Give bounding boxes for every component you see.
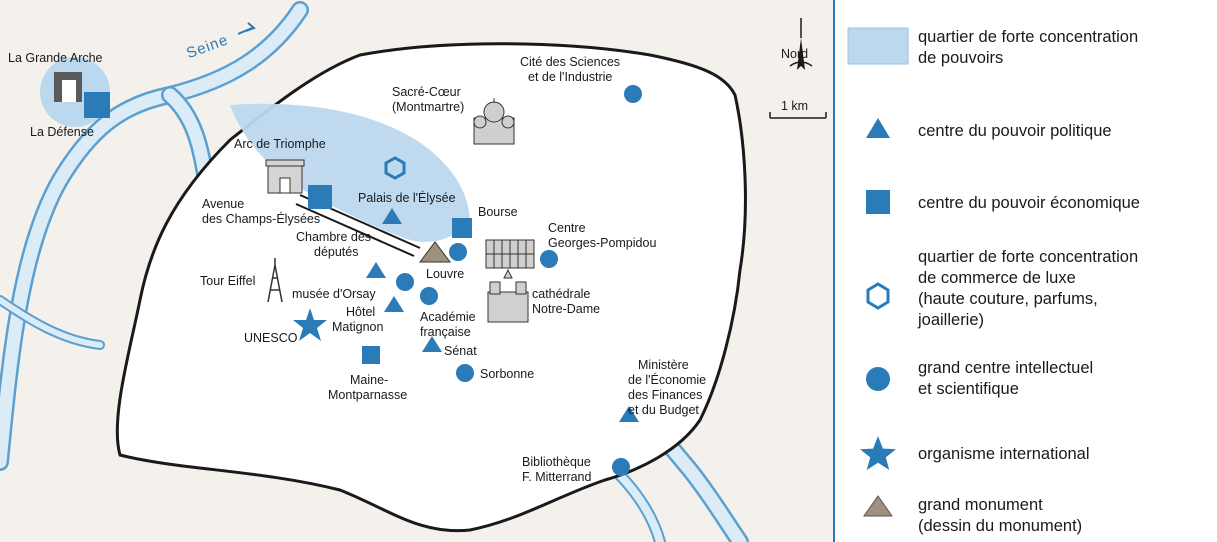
label-ministere-3: des Finances	[628, 388, 702, 402]
legend-intellectual-1: grand centre intellectuel	[918, 359, 1093, 377]
label-grande-arche: La Grande Arche	[8, 51, 103, 65]
sacre-coeur-monument	[473, 98, 515, 145]
north-label: Nord	[781, 47, 808, 61]
legend-international-star-icon	[860, 436, 896, 470]
label-unesco: UNESCO	[244, 331, 298, 345]
label-sorbonne: Sorbonne	[480, 367, 534, 381]
label-orsay: musée d'Orsay	[292, 287, 376, 301]
legend-intellectual-2: et scientifique	[918, 380, 1019, 398]
scale-bar	[769, 112, 827, 119]
label-cite-sciences-1: Cité des Sciences	[520, 55, 620, 69]
intellectual-symbol-louvre	[449, 243, 467, 261]
north-arrow	[789, 18, 813, 70]
label-sacre-coeur-1: Sacré-Cœur	[392, 85, 461, 99]
label-academie-2: française	[420, 325, 471, 339]
legend-political: centre du pouvoir politique	[918, 122, 1112, 140]
legend-monument-1: grand monument	[918, 496, 1043, 514]
label-bibliotheque-1: Bibliothèque	[522, 455, 591, 469]
economic-symbol-montparnasse	[362, 346, 380, 364]
legend-luxury-2: de commerce de luxe	[918, 269, 1076, 287]
scale-label: 1 km	[781, 99, 808, 113]
intellectual-symbol-bibliotheque	[612, 458, 630, 476]
label-notre-dame-2: Notre-Dame	[532, 302, 600, 316]
notre-dame-monument	[487, 268, 529, 323]
label-champs-2: des Champs-Élysées	[202, 211, 320, 226]
label-pompidou-2: Georges-Pompidou	[548, 236, 656, 250]
legend-luxury-4: joaillerie)	[917, 311, 984, 329]
label-louvre: Louvre	[426, 267, 464, 281]
legend-power-zone-swatch	[847, 27, 909, 65]
intellectual-symbol-academie	[420, 287, 438, 305]
legend-luxury-hexagon-icon	[866, 282, 890, 310]
label-sacre-coeur-2: (Montmartre)	[392, 100, 464, 114]
label-senat: Sénat	[444, 344, 477, 358]
label-tour-eiffel: Tour Eiffel	[200, 274, 255, 288]
louvre-pyramid-monument	[419, 241, 451, 263]
power-concentration-zone	[230, 103, 470, 242]
economic-symbol-bourse	[452, 218, 472, 238]
political-symbol-elysee	[382, 208, 402, 224]
label-elysee: Palais de l'Élysée	[358, 190, 456, 205]
pompidou-monument	[485, 239, 535, 269]
legend-economic: centre du pouvoir économique	[918, 194, 1140, 212]
legend-power-zone-2: de pouvoirs	[918, 49, 1003, 67]
label-bourse: Bourse	[478, 205, 518, 219]
political-symbol-ministere	[619, 406, 639, 422]
arc-de-triomphe-monument	[265, 159, 305, 194]
legend-intellectual-circle-icon	[866, 367, 890, 391]
legend-economic-square-icon	[866, 190, 890, 214]
label-deputes-1: Chambre des	[296, 230, 371, 244]
political-symbol-senat	[422, 336, 442, 352]
intellectual-symbol-cite-sciences	[624, 85, 642, 103]
label-academie-1: Académie	[420, 310, 476, 324]
label-defense: La Défense	[30, 125, 94, 139]
economic-symbol-arc	[308, 185, 332, 209]
label-champs-1: Avenue	[202, 197, 244, 211]
label-montparnasse-2: Montparnasse	[328, 388, 407, 402]
river-flow-arrowhead	[245, 22, 256, 32]
label-ministere-4: et du Budget	[628, 403, 699, 417]
label-matignon-1: Hôtel	[346, 305, 375, 319]
label-montparnasse-1: Maine-	[350, 373, 388, 387]
label-deputes-2: députés	[314, 245, 358, 259]
legend-panel	[834, 0, 1217, 542]
intellectual-symbol-orsay	[396, 273, 414, 291]
legend-power-zone-1: quartier de forte concentration	[918, 28, 1138, 46]
label-pompidou-1: Centre	[548, 221, 586, 235]
intellectual-symbol-sorbonne	[456, 364, 474, 382]
legend-international: organisme international	[918, 445, 1090, 463]
political-symbol-matignon	[384, 296, 404, 312]
international-symbol-unesco	[293, 308, 327, 341]
legend: quartier de forte concentration de pouvo…	[847, 27, 1140, 535]
economic-symbol-defense	[84, 92, 110, 118]
label-ministere-2: de l'Économie	[628, 372, 706, 387]
label-cite-sciences-2: et de l'Industrie	[528, 70, 612, 84]
legend-monument-2: (dessin du monument)	[918, 517, 1082, 535]
place-labels: La Grande Arche La Défense Cité des Scie…	[8, 51, 706, 484]
label-matignon-2: Matignon	[332, 320, 383, 334]
legend-luxury-1: quartier de forte concentration	[918, 248, 1138, 266]
label-arc-triomphe: Arc de Triomphe	[234, 137, 326, 151]
luxury-symbol	[384, 156, 406, 180]
label-bibliotheque-2: F. Mitterrand	[522, 470, 592, 484]
legend-luxury-3: (haute couture, parfums,	[918, 290, 1098, 308]
political-symbol-deputes	[366, 262, 386, 278]
legend-monument-pyramid-icon	[863, 495, 893, 517]
legend-political-triangle-icon	[866, 118, 890, 138]
tour-eiffel-monument	[267, 258, 283, 303]
label-notre-dame-1: cathédrale	[532, 287, 590, 301]
label-ministere-1: Ministère	[638, 358, 689, 372]
intellectual-symbol-pompidou	[540, 250, 558, 268]
